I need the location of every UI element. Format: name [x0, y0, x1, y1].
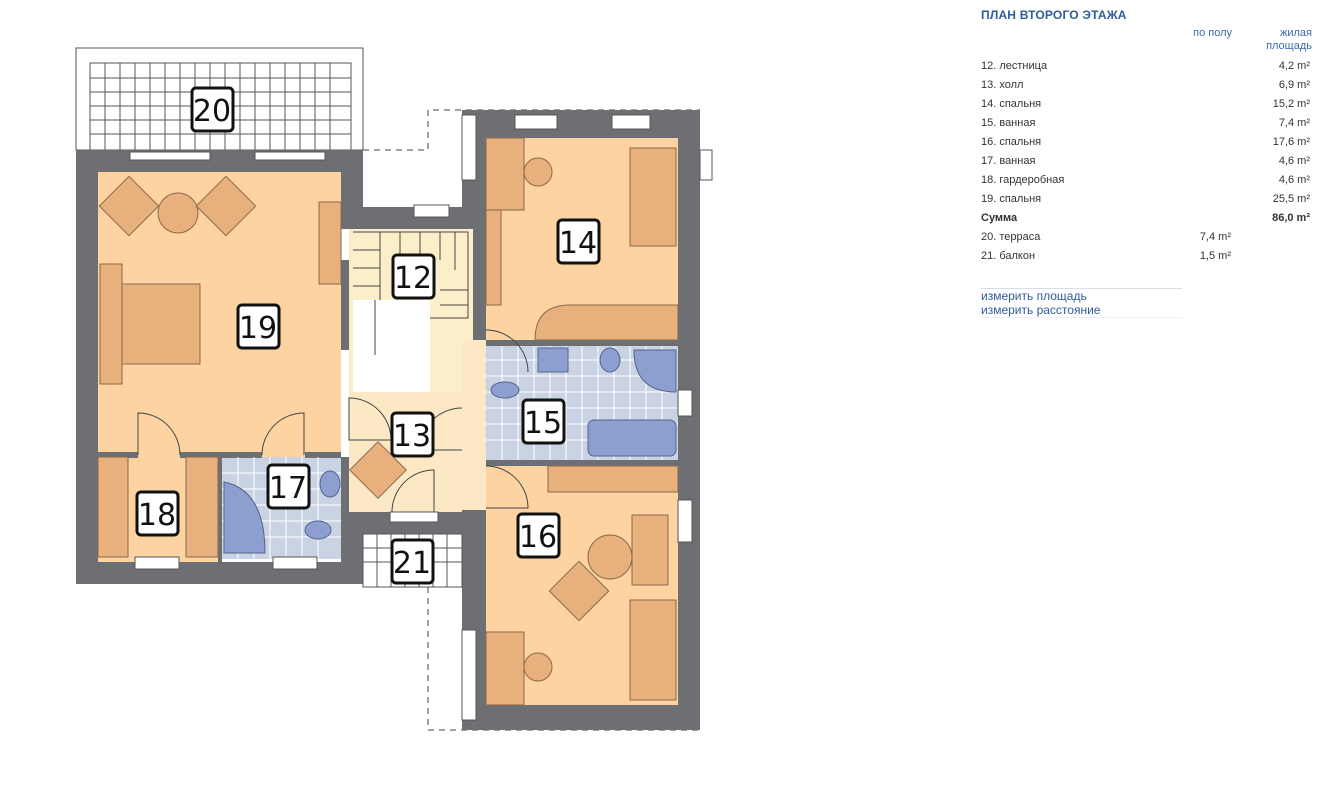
row-living: 15,2 m²	[1272, 98, 1310, 110]
row-floor: 7,4 m²	[1199, 231, 1231, 243]
room-label-13: 13	[390, 411, 435, 458]
area-row: 16. спальня 17,6 m²	[981, 133, 1312, 152]
row-living: 86,0 m²	[1272, 212, 1310, 224]
row-living: 25,5 m²	[1272, 193, 1310, 205]
room-label-14: 14	[556, 218, 601, 265]
room-label-20: 20	[190, 86, 235, 133]
row-name: 18. гардеробная	[981, 174, 1065, 186]
row-living: 7,4 m²	[1278, 117, 1310, 129]
row-name: 21. балкон	[981, 250, 1036, 262]
room-label-17: 17	[266, 463, 311, 510]
svg-text:15: 15	[524, 406, 562, 441]
area-total-row: Сумма 86,0 m²	[981, 209, 1312, 228]
room-label-15: 15	[521, 398, 566, 445]
desk-14	[485, 137, 525, 211]
windows	[129, 114, 713, 721]
area-row: 17. ванная 4,6 m²	[981, 152, 1312, 171]
terrace-20	[75, 47, 364, 151]
svg-text:18: 18	[138, 498, 176, 533]
armchair-19b	[195, 175, 257, 237]
svg-text:17: 17	[269, 471, 307, 506]
header-floor: по полу	[1193, 27, 1232, 39]
area-row: 15. ванная 7,4 m²	[981, 114, 1312, 133]
ruler-icon: ⋯	[989, 290, 997, 299]
area-row: 12. лестница 4,2 m²	[981, 57, 1312, 76]
row-name: Сумма	[981, 212, 1018, 224]
svg-text:13: 13	[393, 419, 431, 454]
row-name: 13. холл	[981, 79, 1024, 91]
bathtub-17	[223, 481, 266, 554]
floor-plan: 20 12 14 19 15 13 17 18 16 21	[75, 47, 713, 731]
row-name: 14. спальня	[981, 98, 1042, 110]
svg-text:21: 21	[393, 546, 431, 581]
room-label-12: 12	[391, 253, 436, 300]
bath-fixtures	[223, 347, 677, 554]
row-name: 20. терраса	[981, 231, 1041, 243]
armchair-16	[548, 560, 610, 622]
measure-area-link[interactable]: измерить площадь	[981, 289, 1087, 303]
svg-text:12: 12	[394, 261, 432, 296]
svg-text:14: 14	[559, 226, 597, 261]
desk-16	[485, 631, 525, 706]
room-label-16: 16	[516, 512, 561, 559]
furniture	[97, 137, 679, 706]
row-name: 15. ванная	[981, 117, 1036, 129]
room-labels: 20 12 14 19 15 13 17 18 16 21	[135, 86, 601, 585]
row-living: 4,6 m²	[1278, 174, 1310, 186]
area-row: 14. спальня 15,2 m²	[981, 95, 1312, 114]
row-living: 6,9 m²	[1278, 79, 1310, 91]
row-name: 16. спальня	[981, 136, 1042, 148]
area-row: 13. холл 6,9 m²	[981, 76, 1312, 95]
row-name: 17. ванная	[981, 155, 1036, 167]
svg-text:19: 19	[239, 311, 277, 346]
panel-title: ПЛАН ВТОРОГО ЭТАЖА	[981, 8, 1127, 22]
row-name: 12. лестница	[981, 60, 1048, 72]
area-row: 20. терраса 7,4 m²	[981, 228, 1312, 247]
measure-tools: измерить площадь ⋯ измерить расстояние	[981, 288, 1182, 318]
measure-distance-link[interactable]: измерить расстояние	[981, 303, 1101, 317]
room-label-19: 19	[236, 303, 281, 350]
table-19	[157, 192, 199, 234]
internal-walls	[98, 229, 678, 562]
svg-text:20: 20	[193, 94, 231, 129]
area-row: 19. спальня 25,5 m²	[981, 190, 1312, 209]
hall-pass	[462, 340, 486, 510]
bed-16	[629, 599, 677, 701]
area-row: 18. гардеробная 4,6 m²	[981, 171, 1312, 190]
svg-text:16: 16	[519, 520, 557, 555]
bed-14	[629, 147, 677, 247]
area-row: 21. балкон 1,5 m²	[981, 247, 1312, 266]
header-living: жилая площадь	[1266, 27, 1312, 52]
row-floor: 1,5 m²	[1199, 250, 1231, 262]
row-living: 17,6 m²	[1272, 136, 1310, 148]
row-name: 19. спальня	[981, 193, 1042, 205]
desk-19	[318, 201, 342, 285]
room-label-18: 18	[135, 490, 180, 537]
armchair-19a	[98, 175, 160, 237]
room-label-21: 21	[390, 538, 435, 585]
row-living: 4,6 m²	[1278, 155, 1310, 167]
bathtub-15	[587, 419, 677, 457]
row-living: 4,2 m²	[1278, 60, 1310, 72]
